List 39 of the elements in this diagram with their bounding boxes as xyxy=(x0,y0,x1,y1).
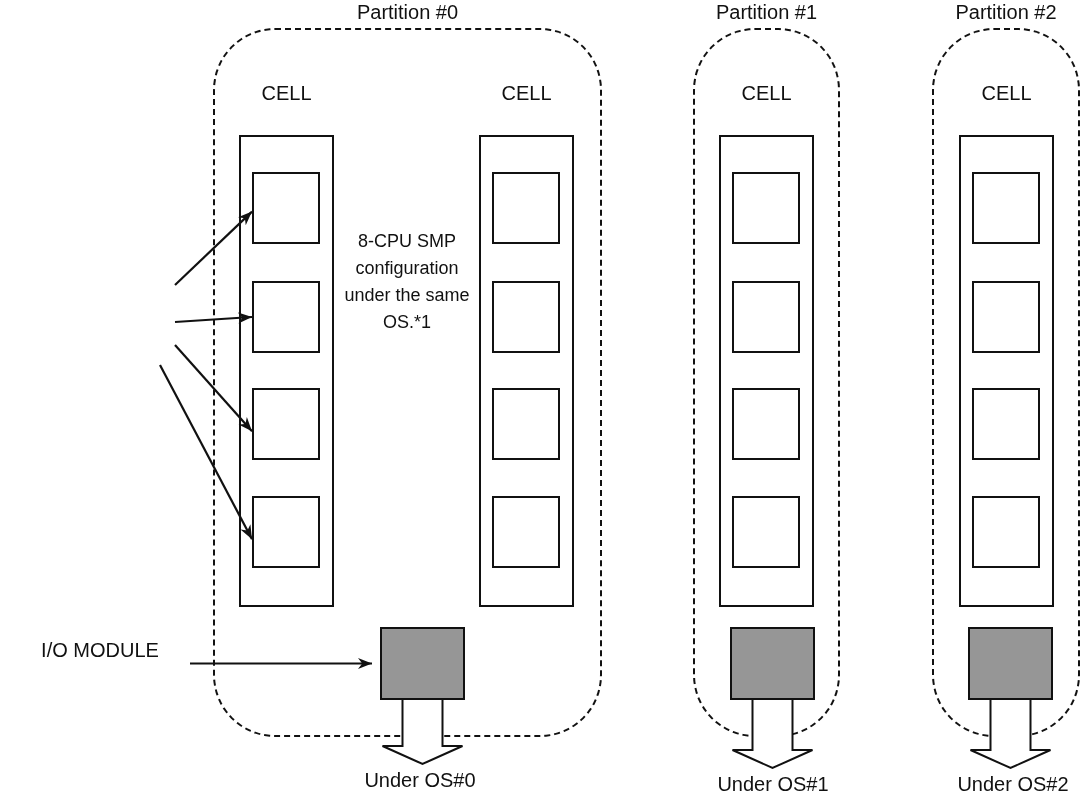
cpu-socket xyxy=(492,496,560,568)
note-text: 8-CPU SMP configuration under the same OS.*1 xyxy=(343,230,471,334)
arrow xyxy=(159,364,253,540)
hollow-arrow xyxy=(381,699,464,766)
partition-title: Partition #0 xyxy=(356,0,459,24)
cpu-socket xyxy=(972,496,1040,568)
arrow xyxy=(174,344,253,432)
cpu-socket xyxy=(732,388,800,460)
io-module xyxy=(380,627,465,700)
cell-title: CELL xyxy=(741,82,792,105)
cpu-socket xyxy=(252,388,320,460)
arrow xyxy=(174,312,253,324)
cpu-socket xyxy=(252,172,320,244)
hollow-arrow xyxy=(731,699,814,770)
cpu-socket xyxy=(732,496,800,568)
cell-title: CELL xyxy=(501,82,552,105)
cpu-socket xyxy=(252,496,320,568)
node-label: Under OS#2 xyxy=(956,772,1070,797)
io-module xyxy=(968,627,1053,700)
cpu-socket xyxy=(252,281,320,353)
hollow-arrow xyxy=(969,699,1052,770)
node-label: Under OS#0 xyxy=(363,768,477,793)
arrow xyxy=(190,657,372,670)
arrow xyxy=(174,210,253,286)
cpu-socket xyxy=(492,388,560,460)
partition-title: Partition #2 xyxy=(955,0,1057,24)
io-module xyxy=(730,627,815,700)
cell-title: CELL xyxy=(261,82,312,105)
cell-title: CELL xyxy=(981,82,1032,105)
cpu-socket xyxy=(972,172,1040,244)
partition-title: Partition #1 xyxy=(715,0,818,24)
node-label: Under OS#1 xyxy=(716,772,830,797)
cpu-socket xyxy=(732,281,800,353)
cpu-socket xyxy=(732,172,800,244)
node-label: I/O MODULE xyxy=(40,638,160,663)
cpu-socket xyxy=(492,172,560,244)
cpu-socket xyxy=(972,281,1040,353)
cpu-socket xyxy=(972,388,1040,460)
cpu-socket xyxy=(492,281,560,353)
